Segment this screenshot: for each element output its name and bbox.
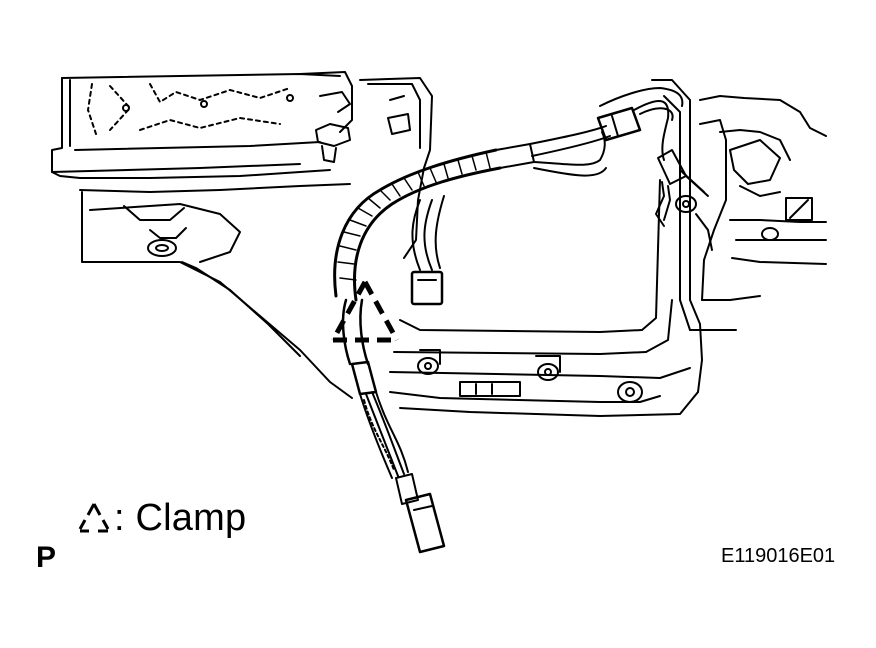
view-letter: P [36,541,57,574]
figure-code: E119016E01 [721,545,836,567]
legend-label: : Clamp [114,497,247,539]
clamp-triangle-icon [78,503,110,533]
wire-harness [333,87,709,554]
legend: : Clamp [74,496,246,540]
clamp-marker-icon [330,280,400,343]
body-panel [51,71,827,417]
